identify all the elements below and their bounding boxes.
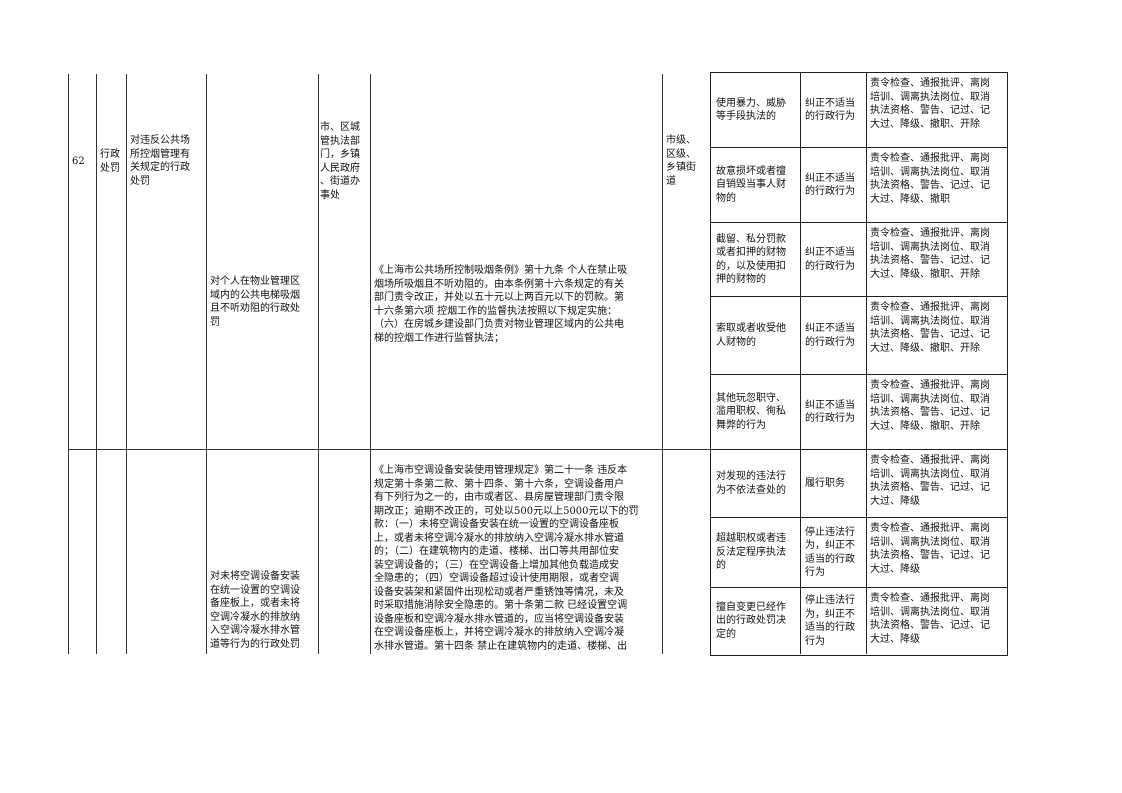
- accountability-row: 超越职权或者违 反法定程序执法 的 停止违法行 为，纠正不 适当的行政 行为 责…: [711, 517, 1007, 587]
- accountability-row: 截留、私分罚款 或者扣押的财物 的，以及使用扣 押的财物的 纠正不适当 的行政行…: [711, 222, 1007, 296]
- grid-line: [318, 74, 319, 654]
- sanction-cell: 责令检查、通报批评、离岗 培训、调离执法岗位、取消 执法资格、警告、记过、记 大…: [870, 455, 990, 507]
- sanction-cell: 责令检查、通报批评、离岗 培训、调离执法岗位、取消 执法资格、警告、记过、记 大…: [870, 593, 990, 645]
- sanction-cell: 责令检查、通报批评、离岗 培训、调离执法岗位、取消 执法资格、警告、记过、记 大…: [870, 153, 990, 205]
- situation-cell: 对发现的违法行 为不依法查处的: [711, 450, 801, 517]
- accountability-row: 使用暴力、威胁 等手段执法的 纠正不适当 的行政行为 责令检查、通报批评、离岗 …: [711, 73, 1007, 147]
- accountability-row: 索取或者收受他 人财物的 纠正不适当 的行政行为 责令检查、通报批评、离岗 培训…: [711, 296, 1007, 374]
- situation-cell: 使用暴力、威胁 等手段执法的: [711, 73, 801, 147]
- situation-cell: 故意损坏或者擅 自销毁当事人财 物的: [711, 148, 801, 222]
- grid-line: [96, 74, 97, 654]
- enforcement-level-cell: 市级、 区级、 乡镇街 道: [666, 135, 696, 187]
- method-cell: 纠正不适当 的行政行为: [801, 297, 867, 374]
- accountability-row: 擅自变更已经作 出的行政处罚决 定的 停止违法行 为，纠正不 适当的行政 行为 …: [711, 587, 1007, 654]
- item-name-cell: 对违反公共场 所控烟管理有 关规定的行政 处罚: [130, 135, 190, 187]
- method-cell: 纠正不适当 的行政行为: [801, 73, 867, 147]
- sub-item-name-cell: 对个人在物业管理区 域内的公共电梯吸烟 且不听劝阻的行政处 罚: [210, 276, 300, 328]
- grid-line: [370, 74, 371, 654]
- method-cell: 纠正不适当 的行政行为: [801, 148, 867, 222]
- method-cell: 履行职务: [801, 450, 867, 517]
- accountability-row: 其他玩忽职守、 滥用职权、徇私 舞弊的行为 纠正不适当 的行政行为 责令检查、通…: [711, 374, 1007, 449]
- grid-line: [206, 74, 207, 654]
- sanction-cell: 责令检查、通报批评、离岗 培训、调离执法岗位、取消 执法资格、警告、记过、记 大…: [870, 523, 990, 575]
- accountability-table: 使用暴力、威胁 等手段执法的 纠正不适当 的行政行为 责令检查、通报批评、离岗 …: [710, 72, 1008, 656]
- legal-basis-cell-2: 《上海市空调设备安装使用管理规定》第二十一条 违反本 规定第十条第二款、第十四条…: [374, 465, 639, 652]
- accountability-row: 对发现的违法行 为不依法查处的 履行职务 责令检查、通报批评、离岗 培训、调离执…: [711, 449, 1007, 517]
- situation-cell: 截留、私分罚款 或者扣押的财物 的，以及使用扣 押的财物的: [711, 223, 801, 296]
- enforcement-subject-cell: 市、区城 管执法部 门，乡镇 人民政府 、街道办 事处: [320, 122, 360, 201]
- situation-cell: 擅自变更已经作 出的行政处罚决 定的: [711, 588, 801, 654]
- accountability-row: 故意损坏或者擅 自销毁当事人财 物的 纠正不适当 的行政行为 责令检查、通报批评…: [711, 147, 1007, 222]
- situation-cell: 超越职权或者违 反法定程序执法 的: [711, 518, 801, 587]
- sub-item-name-cell-2: 对未将空调设备安装 在统一设置的空调设 备座板上，或者未将 空调冷凝水的排放纳 …: [210, 571, 300, 650]
- sanction-cell: 责令检查、通报批评、离岗 培训、调离执法岗位、取消 执法资格、警告、记过、记 大…: [870, 228, 990, 280]
- method-cell: 停止违法行 为，纠正不 适当的行政 行为: [801, 518, 867, 587]
- method-cell: 停止违法行 为，纠正不 适当的行政 行为: [801, 588, 867, 654]
- category-cell: 行政 处罚: [100, 149, 120, 174]
- sanction-cell: 责令检查、通报批评、离岗 培训、调离执法岗位、取消 执法资格、警告、记过、记 大…: [870, 380, 990, 432]
- legal-basis-cell: 《上海市公共场所控制吸烟条例》第十九条 个人在禁止吸 烟场所吸烟且不听劝阻的，由…: [374, 265, 628, 344]
- grid-line: [126, 74, 127, 654]
- grid-line-left: [68, 74, 69, 654]
- situation-cell: 索取或者收受他 人财物的: [711, 297, 801, 374]
- situation-cell: 其他玩忽职守、 滥用职权、徇私 舞弊的行为: [711, 375, 801, 449]
- sanction-cell: 责令检查、通报批评、离岗 培训、调离执法岗位、取消 执法资格、警告、记过、记 大…: [870, 78, 990, 130]
- sanction-cell: 责令检查、通报批评、离岗 培训、调离执法岗位、取消 执法资格、警告、记过、记 大…: [870, 302, 990, 354]
- row-number: 62: [72, 156, 85, 167]
- grid-line: [662, 74, 663, 654]
- method-cell: 纠正不适当 的行政行为: [801, 223, 867, 296]
- method-cell: 纠正不适当 的行政行为: [801, 375, 867, 449]
- row-separator: [68, 449, 710, 450]
